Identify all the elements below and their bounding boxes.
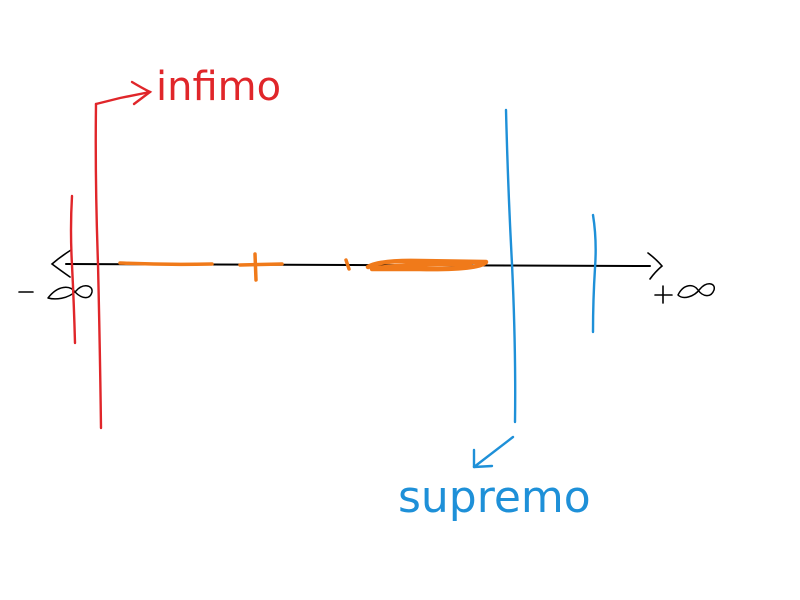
infimo-hook bbox=[94, 90, 152, 106]
neg-infinity-label bbox=[18, 285, 93, 300]
infimo-arrow-head bbox=[130, 80, 153, 106]
set-segment-1 bbox=[118, 261, 214, 267]
lower-bounds bbox=[69, 80, 153, 430]
set-isolated-point bbox=[344, 258, 351, 271]
infimo-line bbox=[94, 102, 103, 430]
supremo-arrow-head bbox=[472, 448, 494, 469]
pos-infinity-label bbox=[654, 283, 716, 304]
set-segment-3 bbox=[365, 258, 489, 272]
set-segments bbox=[118, 252, 489, 282]
left-arrow-head bbox=[50, 249, 72, 278]
supremo-line bbox=[504, 108, 517, 424]
upper-bounds bbox=[472, 108, 597, 469]
set-segment-2 bbox=[238, 262, 284, 267]
supremo-arrow-shaft bbox=[472, 435, 515, 469]
infimo-label: infimo bbox=[156, 64, 281, 110]
upper-bound-line-outer bbox=[591, 213, 597, 334]
pos-infinity-symbol bbox=[677, 283, 716, 299]
neg-infinity-symbol bbox=[47, 285, 93, 300]
supremo-label: supremo bbox=[398, 472, 591, 523]
right-arrow-head bbox=[647, 252, 664, 280]
set-point-tick bbox=[253, 252, 258, 282]
lower-bound-line-outer bbox=[69, 194, 77, 345]
